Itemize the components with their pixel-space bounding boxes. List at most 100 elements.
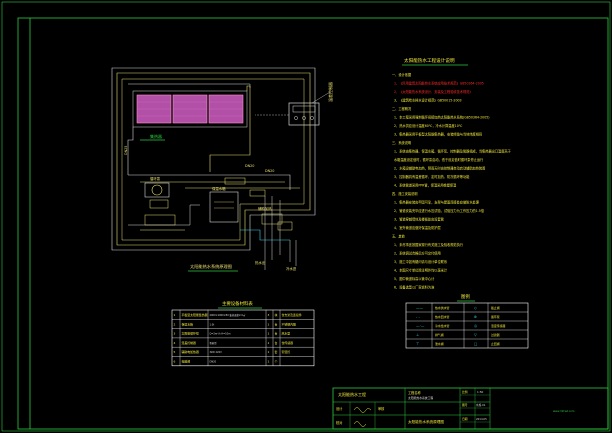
equipment-cell: 不锈钢内胆: [282, 321, 297, 326]
equipment-cell: 1: [268, 360, 270, 364]
equipment-cell: 3: [174, 332, 176, 336]
equipment-cell: 2000×1000×80 集热面积2.0㎡: [210, 313, 246, 317]
equipment-cell: 智能型: [210, 341, 218, 345]
equipment-cell: 3: [268, 313, 270, 317]
date-label: 日期: [462, 417, 468, 421]
valve-cluster-2: [144, 214, 176, 226]
legend-text: 止回阀: [491, 341, 500, 346]
legend-text: 截止阀: [491, 305, 500, 310]
pipe-loop-3: [121, 78, 305, 241]
note-line: 4、系统管道采用PPR管，保温采用橡塑保温: [394, 183, 457, 188]
date-value: 2014.05: [476, 417, 487, 421]
equipment-cell: 温差控制器: [182, 340, 197, 345]
legend-text: 热水回水管: [435, 314, 450, 319]
note-line: 3、《建筑给水排水设计规范》GB50015-2003: [394, 98, 462, 103]
title-block-frame: [332, 387, 609, 430]
equipment-cell: Q=2m³/h H=10m: [210, 333, 232, 336]
legend-symbol: □: [474, 342, 477, 346]
note-line: 1、本工程采用强制循环间接加热太阳能热水系统(GB50364-2005): [394, 115, 490, 120]
legend-text: 循环泵: [491, 314, 500, 319]
equipment-cell: 台: [275, 331, 278, 336]
equipment-cell: 6: [174, 360, 176, 364]
equipment-cell: 块: [275, 312, 278, 317]
legend-symbol: ▽: [474, 333, 477, 337]
note-line: 3、控制器具有温差循环、定时加热、防冻循环等功能: [394, 174, 470, 179]
controller-leader: [311, 91, 331, 104]
legend-symbol: ——: [416, 306, 424, 310]
approver-label: 审核: [378, 406, 385, 411]
scale-value: 1:50: [477, 390, 484, 394]
notes-title: 太阳能热水工程设计说明: [404, 57, 455, 64]
pipe-tag-left: DN25: [124, 146, 128, 155]
valve-row-top-2: [249, 189, 266, 197]
note-line: 4、室外管道应做好保温及防护层: [394, 225, 441, 230]
equipment-cell: 电磁阀: [182, 359, 191, 364]
note-line: 2、热水供应设计温度60℃，冷水计算温度10℃: [394, 123, 463, 128]
legend-text: 温度传感器: [491, 323, 506, 328]
stamp-note: www.mfcad.com: [553, 409, 575, 413]
pipe-collector-return: [127, 127, 134, 175]
equipment-cell: 台: [275, 321, 278, 326]
legend-symbol: ◎: [474, 324, 477, 328]
project-value: 太阳能热水系统工程: [408, 396, 433, 400]
note-line: 6、设备选型以厂家资料为准: [394, 285, 435, 290]
equipment-table-title: 主要设备材料表: [222, 300, 253, 307]
note-line: 五、其他: [392, 234, 406, 239]
equipment-cell: 保温水箱: [182, 321, 194, 326]
collector-label: 集热器: [150, 133, 162, 139]
valve-right-2: [277, 221, 293, 231]
checker-label: 校对: [336, 420, 343, 425]
pipe-tag-mid-2: DN20: [265, 169, 274, 173]
equipment-cell: 个: [275, 360, 278, 364]
valve-row-top: [224, 177, 246, 185]
valve-cluster-1: [149, 199, 169, 209]
project-label: 工程名称: [408, 390, 422, 395]
pipe-outer-loop: [111, 67, 316, 251]
legend-text: 过滤器: [491, 332, 500, 337]
note-line: 3、集热器采用平板型太阳能集热器，安装倾角与当地纬度相同: [394, 132, 482, 137]
equipment-cell: 含传感器: [282, 340, 294, 345]
collector-frame: [132, 90, 248, 128]
sheet-label: 图号: [462, 403, 468, 407]
legend-symbol: ⊤: [416, 342, 419, 346]
schematic: 集热器 DN25 温差控制器 DN20 DN20 循环泵 保温水箱: [111, 67, 333, 272]
outer-frame: [17, 17, 609, 430]
equipment-cell: 热水型: [282, 331, 291, 336]
equipment-cell: 套: [275, 349, 278, 354]
designer-label: 设计: [336, 406, 343, 411]
note-line: 四、施工安装说明: [392, 191, 418, 196]
legend-text: 排气阀: [435, 332, 444, 337]
controller-display: [292, 105, 316, 113]
note-line: 1、未尽事宜按国家现行有关施工及验收规范执行: [394, 242, 464, 247]
equipment-cell: 太阳能循环泵: [182, 331, 199, 336]
valve-right-1: [261, 213, 283, 225]
pipe-mid-horizontal: [128, 174, 291, 190]
controller-label: 温差控制器: [327, 82, 333, 102]
legend-title: 图例: [461, 293, 470, 300]
company-name: 太阳能热水工程: [338, 391, 366, 397]
schematic-caption: 太阳能热水系统原理图: [190, 263, 232, 270]
pump-label: 循环泵: [150, 176, 161, 181]
equipment-cell: 1.0t: [210, 323, 215, 326]
equipment-cell: 1: [174, 313, 176, 317]
equipment-cell: 台: [275, 340, 278, 345]
notes-lines: 一、设计依据1、《民用建筑太阳能热水系统应用技术规范》GB50364-20052…: [392, 72, 512, 290]
hot-out-label: 热水出: [255, 260, 266, 265]
cold-in-label: 冷水进: [286, 266, 297, 271]
equipment-cell: 含支架及连接件: [282, 312, 302, 317]
tank-label: 保温水箱: [212, 186, 226, 191]
legend-symbol: —·—: [416, 324, 425, 328]
sheet-value: 水施-01: [476, 403, 486, 407]
legend-symbol: ◇: [474, 306, 477, 310]
scale-label: 比例: [462, 390, 468, 394]
equipment-cell: 5: [174, 350, 176, 354]
aux-label: 辅助加热: [258, 206, 272, 211]
pipe-loop-2: [116, 72, 311, 246]
pipe-right-cyan: [240, 229, 290, 241]
note-line: 一、设计依据: [392, 72, 412, 77]
note-line: 2、水箱设辅助电加热，阴雨天时由控制器自动启动辅助加热装置: [394, 166, 485, 171]
